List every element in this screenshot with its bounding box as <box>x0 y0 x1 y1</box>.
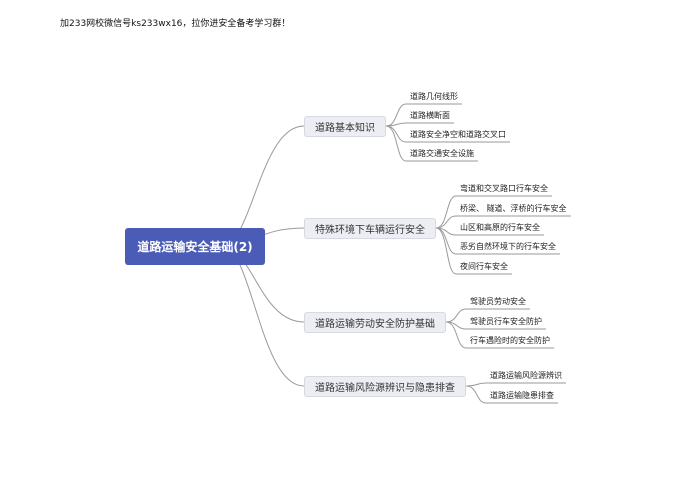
leaf-node[interactable]: 弯道和交叉路口行车安全 <box>460 184 548 193</box>
leaf-node[interactable]: 恶劣自然环境下的行车安全 <box>460 242 556 251</box>
branch-connector <box>221 245 305 387</box>
root-node[interactable]: 道路运输安全基础(2) <box>125 228 265 265</box>
leaf-node[interactable]: 道路几何线形 <box>410 92 458 101</box>
leaf-node[interactable]: 行车遇险时的安全防护 <box>470 336 550 345</box>
leaf-node[interactable]: 山区和高原的行车安全 <box>460 223 540 232</box>
leaf-node[interactable]: 桥梁、 隧道、浮桥的行车安全 <box>460 204 567 213</box>
leaf-connector <box>445 321 554 349</box>
leaf-connector <box>465 382 566 387</box>
leaf-node[interactable]: 驾驶员行车安全防护 <box>470 317 542 326</box>
leaf-connector <box>465 385 558 404</box>
leaf-node[interactable]: 道路运输风险源辨识 <box>490 371 562 380</box>
leaf-connector <box>435 227 512 275</box>
leaf-connector <box>385 125 478 162</box>
leaf-node[interactable]: 道路交通安全设施 <box>410 149 474 158</box>
leaf-node[interactable]: 道路横断面 <box>410 111 450 120</box>
header-text: 加233网校微信号ks233wx16，拉你进安全备考学习群！ <box>60 19 291 29</box>
leaf-connector <box>385 122 454 127</box>
leaf-node[interactable]: 夜间行车安全 <box>460 262 508 271</box>
leaf-connector <box>435 215 571 229</box>
leaf-connector <box>435 195 552 229</box>
leaf-node[interactable]: 驾驶员劳动安全 <box>470 297 526 306</box>
leaf-node[interactable]: 道路安全净空和道路交叉口 <box>410 130 506 139</box>
branch-node[interactable]: 特殊环境下车辆运行安全 <box>304 218 436 239</box>
branch-node[interactable]: 道路运输劳动安全防护基础 <box>304 312 446 333</box>
branch-node[interactable]: 道路基本知识 <box>304 116 386 137</box>
leaf-node[interactable]: 道路运输隐患排查 <box>490 391 554 400</box>
branch-node[interactable]: 道路运输风险源辨识与隐患排查 <box>304 376 466 397</box>
leaf-connector <box>385 103 462 127</box>
leaf-connector <box>445 308 530 323</box>
